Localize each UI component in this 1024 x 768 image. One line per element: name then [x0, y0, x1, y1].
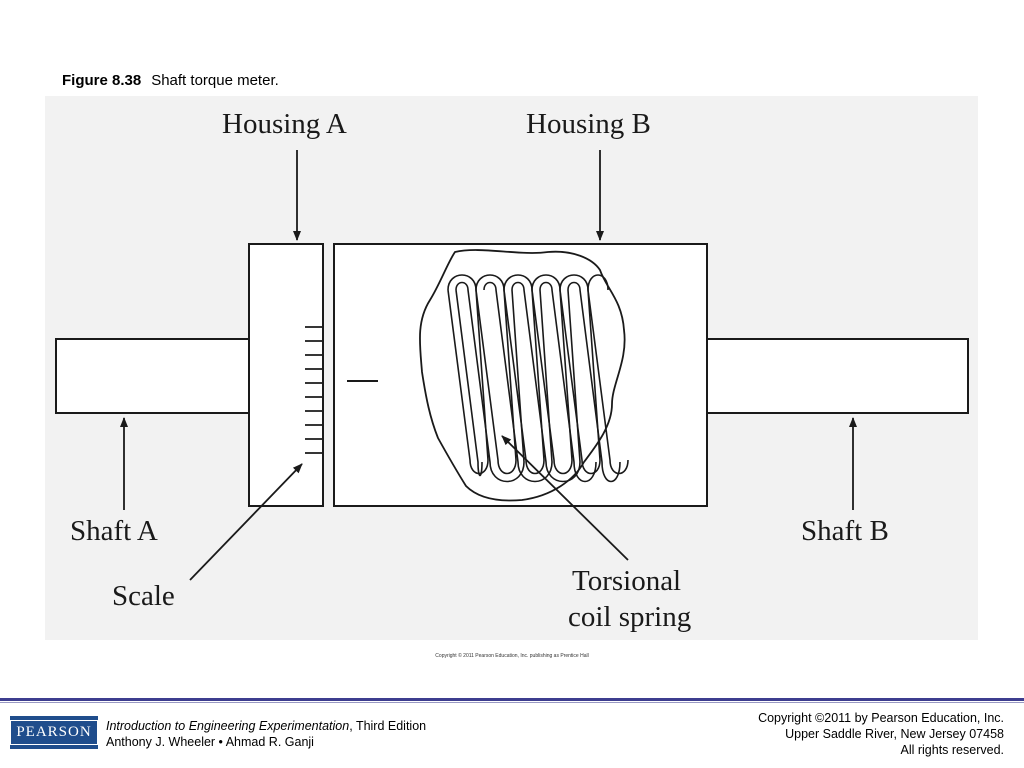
- spring-label-line2: coil spring: [568, 601, 691, 633]
- scale-ticks: [305, 326, 323, 454]
- publisher-copyright: Copyright ©2011 by Pearson Education, In…: [758, 710, 1004, 758]
- leader-arrows: [120, 150, 857, 581]
- book-edition: , Third Edition: [349, 719, 427, 733]
- shaft-a-label: Shaft A: [70, 515, 158, 547]
- scale-arrow: [189, 463, 303, 581]
- figure-title: Shaft torque meter.: [151, 72, 279, 89]
- pearson-logo: PEARSON: [10, 716, 98, 749]
- copyright-line-3: All rights reserved.: [900, 743, 1004, 757]
- coil-spring: [447, 274, 629, 483]
- pearson-logo-text: PEARSON: [10, 720, 98, 745]
- housing-a: [248, 243, 324, 507]
- book-authors: Anthony J. Wheeler • Ahmad R. Ganji: [106, 735, 314, 749]
- spring-arrow: [501, 435, 629, 561]
- footer-rule: [0, 698, 1024, 701]
- spring-label-line1: Torsional: [572, 565, 681, 597]
- footer-rule-thin: [0, 702, 1024, 703]
- figure-caption: Figure 8.38 Shaft torque meter.: [62, 72, 279, 89]
- copyright-line-1: Copyright ©2011 by Pearson Education, In…: [758, 711, 1004, 725]
- shaft-a: [55, 338, 250, 414]
- book-info: Introduction to Engineering Experimentat…: [106, 718, 426, 750]
- housing-b-label: Housing B: [526, 108, 651, 140]
- image-copyright: Copyright © 2011 Pearson Education, Inc.…: [435, 653, 589, 659]
- book-title: Introduction to Engineering Experimentat…: [106, 719, 350, 733]
- copyright-line-2: Upper Saddle River, New Jersey 07458: [785, 727, 1004, 741]
- scale-label: Scale: [112, 580, 175, 612]
- shaft-b: [705, 338, 969, 414]
- shaft-b-label: Shaft B: [801, 515, 889, 547]
- figure-number: Figure 8.38: [62, 72, 142, 89]
- housing-a-label: Housing A: [222, 108, 347, 140]
